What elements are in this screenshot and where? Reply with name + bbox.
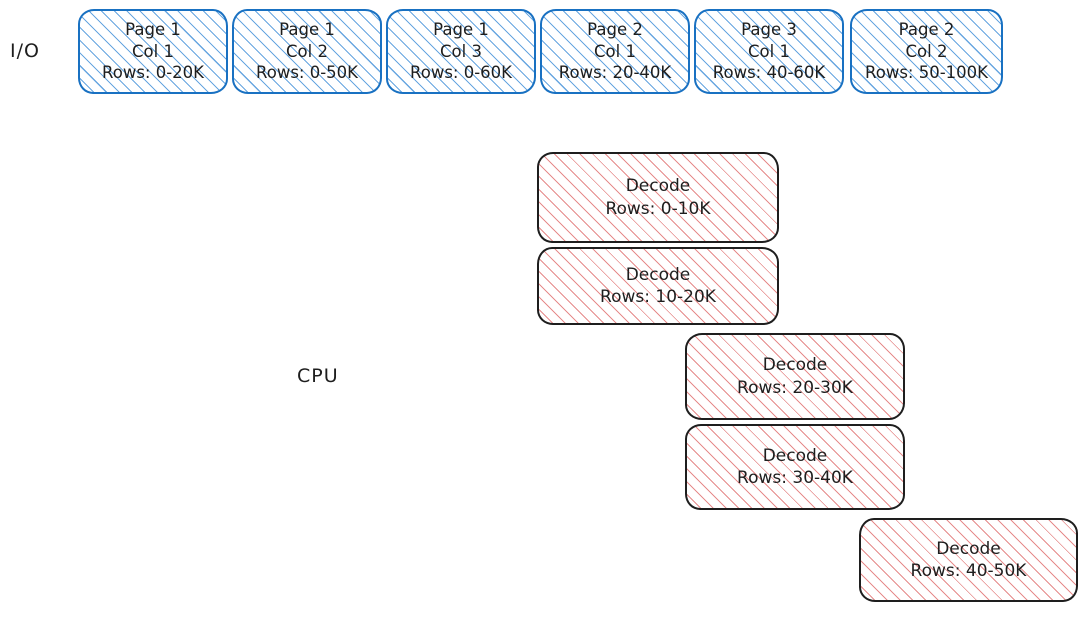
io-task-rows: Rows: 20-40K <box>558 63 672 83</box>
cpu-decode-op: Decode <box>762 355 828 376</box>
io-task-box[interactable]: Page 1 Col 3 Rows: 0-60K <box>386 9 536 94</box>
cpu-decode-op: Decode <box>936 538 1001 559</box>
io-task-rows: Rows: 50-100K <box>865 63 988 83</box>
io-task-col: Col 2 <box>905 41 948 61</box>
io-task-col: Col 1 <box>748 41 790 61</box>
cpu-decode-rows: Rows: 30-40K <box>737 468 853 488</box>
io-task-col: Col 1 <box>132 41 174 61</box>
cpu-decode-rows: Rows: 20-30K <box>737 377 853 398</box>
cpu-decode-box[interactable]: Decode Rows: 20-30K <box>685 333 905 420</box>
io-task-page: Page 1 <box>433 20 489 40</box>
io-task-box[interactable]: Page 2 Col 2 Rows: 50-100K <box>850 9 1003 94</box>
cpu-decode-rows: Rows: 10-20K <box>600 287 716 307</box>
cpu-decode-box[interactable]: Decode Rows: 0-10K <box>537 152 779 243</box>
io-task-page: Page 2 <box>898 20 955 40</box>
io-task-rows: Rows: 0-20K <box>102 63 204 83</box>
io-task-box[interactable]: Page 2 Col 1 Rows: 20-40K <box>540 9 690 94</box>
io-task-page: Page 2 <box>587 20 643 40</box>
cpu-decode-box[interactable]: Decode Rows: 10-20K <box>537 247 779 325</box>
io-task-col: Col 2 <box>286 41 328 61</box>
cpu-decode-rows: Rows: 0-10K <box>605 198 711 219</box>
io-task-col: Col 3 <box>440 41 482 61</box>
io-task-page: Page 1 <box>125 20 181 40</box>
io-task-box[interactable]: Page 3 Col 1 Rows: 40-60K <box>694 9 844 94</box>
io-task-box[interactable]: Page 1 Col 2 Rows: 0-50K <box>232 9 382 94</box>
io-task-page: Page 1 <box>279 20 335 40</box>
cpu-decode-op: Decode <box>625 176 691 197</box>
io-task-col: Col 1 <box>594 41 636 61</box>
cpu-decode-box[interactable]: Decode Rows: 30-40K <box>685 424 905 510</box>
cpu-decode-op: Decode <box>762 445 828 466</box>
lane-label-io: I/O <box>10 40 40 62</box>
io-task-page: Page 3 <box>741 20 797 40</box>
lane-label-cpu: CPU <box>297 365 339 387</box>
io-task-box[interactable]: Page 1 Col 1 Rows: 0-20K <box>78 9 228 94</box>
io-task-rows: Rows: 0-50K <box>256 63 358 83</box>
cpu-decode-box[interactable]: Decode Rows: 40-50K <box>859 518 1078 602</box>
io-task-rows: Rows: 0-60K <box>410 63 512 83</box>
cpu-decode-rows: Rows: 40-50K <box>910 561 1027 581</box>
io-task-rows: Rows: 40-60K <box>712 63 826 83</box>
cpu-decode-op: Decode <box>625 264 691 285</box>
